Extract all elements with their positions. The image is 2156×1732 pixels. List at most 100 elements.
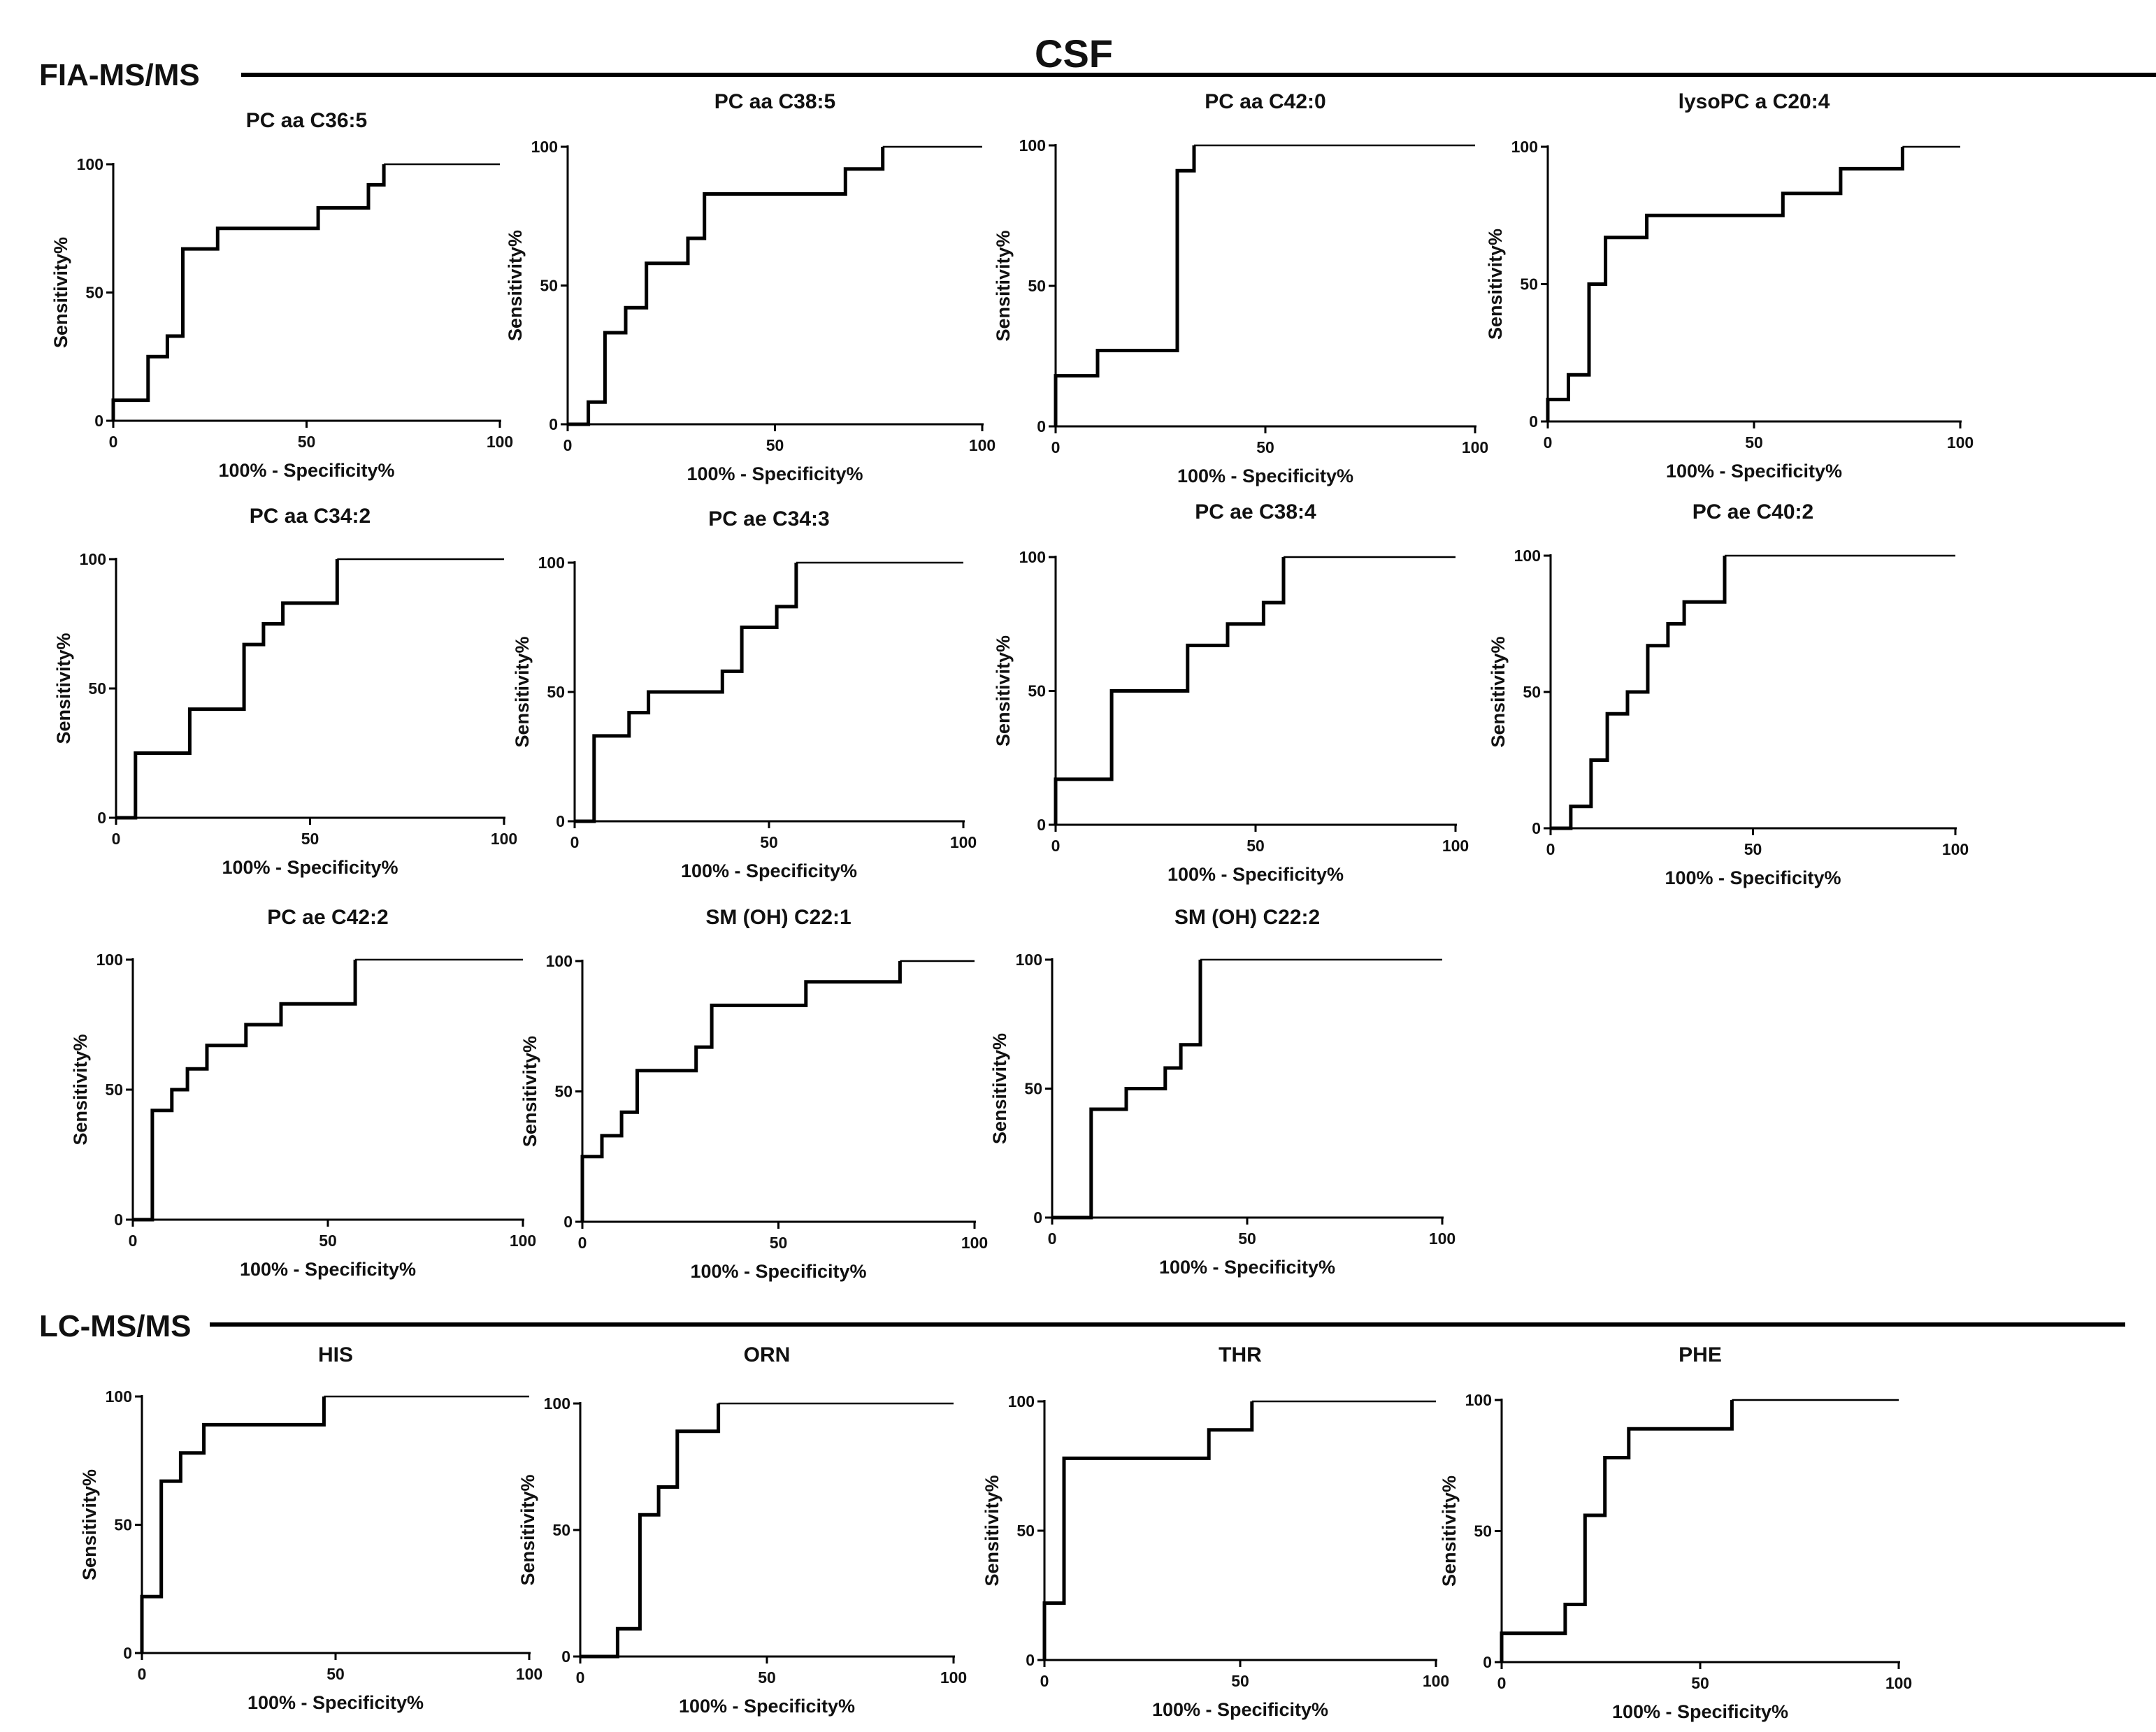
- x-tick-label: 100: [940, 1668, 967, 1687]
- x-tick-label: 50: [319, 1232, 337, 1250]
- y-tick-label: 100: [1019, 548, 1046, 566]
- x-tick-label: 0: [1497, 1674, 1507, 1692]
- y-tick-label: 100: [1016, 951, 1042, 969]
- roc-curve: [1054, 557, 1286, 825]
- y-tick-label: 100: [1019, 136, 1046, 154]
- x-axis-label: 100% - Specificity%: [218, 460, 394, 481]
- y-tick-label: 50: [1028, 277, 1046, 295]
- y-tick-label: 100: [544, 1394, 570, 1413]
- y-tick-label: 50: [1028, 682, 1046, 700]
- x-axis-label: 100% - Specificity%: [1612, 1701, 1788, 1722]
- panel-title: SM (OH) C22:1: [705, 906, 851, 929]
- x-tick-label: 0: [109, 433, 118, 451]
- y-tick-label: 0: [1037, 417, 1046, 435]
- panel-title: HIS: [318, 1343, 353, 1366]
- x-tick-label: 50: [326, 1665, 345, 1683]
- x-tick-label: 50: [758, 1668, 776, 1687]
- roc-curve: [1052, 960, 1202, 1220]
- y-tick-label: 50: [552, 1521, 570, 1539]
- panel-title: PC ae C38:4: [1195, 500, 1316, 524]
- x-tick-label: 100: [969, 436, 996, 454]
- y-tick-label: 0: [561, 1647, 570, 1666]
- x-tick-label: 50: [766, 436, 784, 454]
- y-axis-label: Sensitivity%: [1488, 636, 1509, 747]
- y-axis-label: Sensitivity%: [982, 1475, 1002, 1586]
- panel-title: PC aa C34:2: [250, 505, 371, 528]
- x-tick-label: 0: [576, 1668, 585, 1687]
- panel-title: lysoPC a C20:4: [1679, 90, 1830, 113]
- y-tick-label: 100: [77, 155, 103, 173]
- x-tick-label: 0: [1048, 1229, 1057, 1248]
- roc-curve: [1551, 556, 1727, 830]
- y-tick-label: 50: [88, 679, 106, 698]
- y-axis-label: Sensitivity%: [517, 1474, 538, 1585]
- y-tick-label: 50: [114, 1516, 132, 1534]
- figure-title: CSF: [1035, 31, 1113, 75]
- y-tick-label: 0: [1483, 1653, 1492, 1671]
- x-tick-label: 50: [1744, 840, 1762, 858]
- y-tick-label: 50: [105, 1081, 123, 1099]
- x-axis-label: 100% - Specificity%: [679, 1696, 855, 1717]
- x-tick-label: 50: [1691, 1674, 1709, 1692]
- y-axis-label: Sensitivity%: [79, 1469, 100, 1580]
- y-tick-label: 0: [123, 1644, 132, 1662]
- y-tick-label: 100: [1511, 138, 1538, 156]
- x-tick-label: 50: [1231, 1672, 1249, 1690]
- y-axis-label: Sensitivity%: [1439, 1475, 1460, 1587]
- roc-curve: [575, 563, 798, 823]
- x-tick-label: 100: [1442, 837, 1469, 855]
- y-tick-label: 50: [85, 284, 103, 302]
- x-tick-label: 0: [578, 1234, 587, 1252]
- x-tick-label: 50: [760, 833, 778, 851]
- x-tick-label: 100: [1942, 840, 1969, 858]
- y-axis-label: Sensitivity%: [989, 1033, 1010, 1144]
- y-tick-label: 0: [114, 1211, 123, 1229]
- x-tick-label: 0: [112, 830, 121, 848]
- section-label-lc: LC-MS/MS: [39, 1309, 192, 1343]
- x-tick-label: 100: [1885, 1674, 1912, 1692]
- y-tick-label: 0: [1026, 1651, 1035, 1669]
- y-tick-label: 0: [97, 809, 106, 827]
- roc-curve: [133, 960, 357, 1222]
- x-tick-label: 0: [1051, 438, 1061, 456]
- x-tick-label: 0: [563, 436, 573, 454]
- x-tick-label: 100: [487, 433, 513, 451]
- panel-title: PC aa C38:5: [714, 90, 835, 113]
- y-tick-label: 100: [1465, 1391, 1492, 1409]
- x-axis-label: 100% - Specificity%: [222, 857, 398, 878]
- y-tick-label: 50: [1520, 275, 1538, 294]
- roc-curve: [116, 559, 339, 820]
- y-tick-label: 50: [1024, 1080, 1042, 1098]
- x-axis-label: 100% - Specificity%: [1152, 1699, 1328, 1720]
- roc-curve: [1054, 145, 1196, 426]
- roc-curve: [1500, 1400, 1734, 1662]
- x-tick-label: 100: [1947, 433, 1974, 452]
- x-tick-label: 0: [1040, 1672, 1049, 1690]
- x-tick-label: 50: [1745, 433, 1763, 452]
- roc-curve: [111, 164, 386, 421]
- x-tick-label: 100: [510, 1232, 536, 1250]
- y-axis-label: Sensitivity%: [993, 635, 1014, 746]
- y-axis-label: Sensitivity%: [1485, 229, 1506, 340]
- roc-curve: [580, 961, 902, 1222]
- x-axis-label: 100% - Specificity%: [1159, 1257, 1335, 1278]
- y-axis-label: Sensitivity%: [519, 1036, 540, 1147]
- x-tick-label: 50: [298, 433, 316, 451]
- y-tick-label: 100: [80, 550, 106, 568]
- y-tick-label: 0: [1033, 1208, 1042, 1227]
- panel-title: PC aa C42:0: [1205, 90, 1325, 113]
- x-tick-label: 100: [950, 833, 977, 851]
- y-axis-label: Sensitivity%: [70, 1034, 91, 1145]
- x-axis-label: 100% - Specificity%: [1665, 867, 1841, 888]
- x-tick-label: 0: [138, 1665, 147, 1683]
- x-tick-label: 50: [1246, 837, 1265, 855]
